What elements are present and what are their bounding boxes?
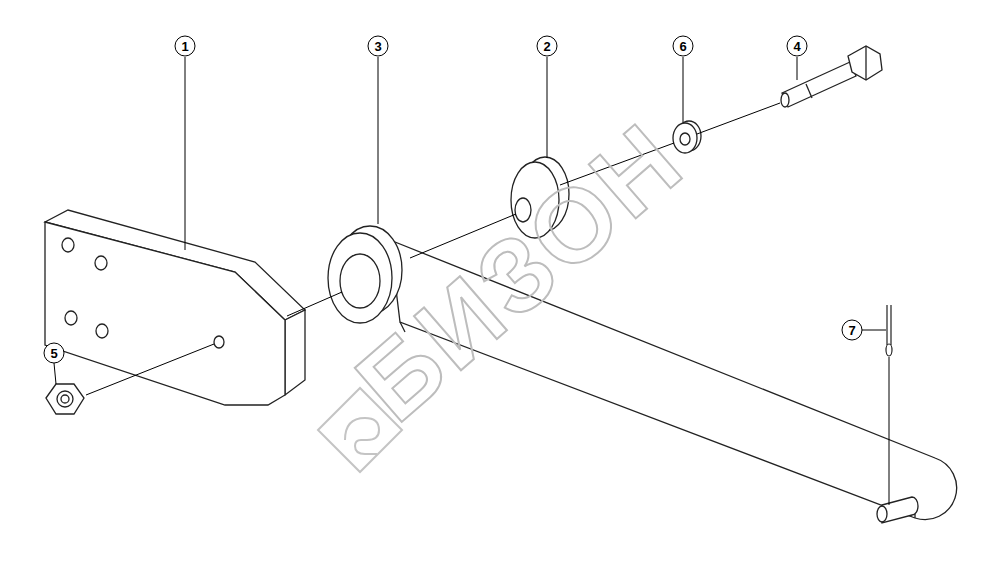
washer [673,121,701,153]
callout-number: 2 [543,40,550,53]
nut [46,384,84,414]
callout-number: 3 [374,40,381,53]
callout-number: 5 [50,347,57,360]
cotter-pin [886,305,892,356]
callout-number: 1 [181,40,188,53]
callout-number: 7 [848,324,855,337]
mounting-plate [45,210,305,405]
callout-number: 4 [793,40,800,53]
callout-number: 6 [679,40,686,53]
